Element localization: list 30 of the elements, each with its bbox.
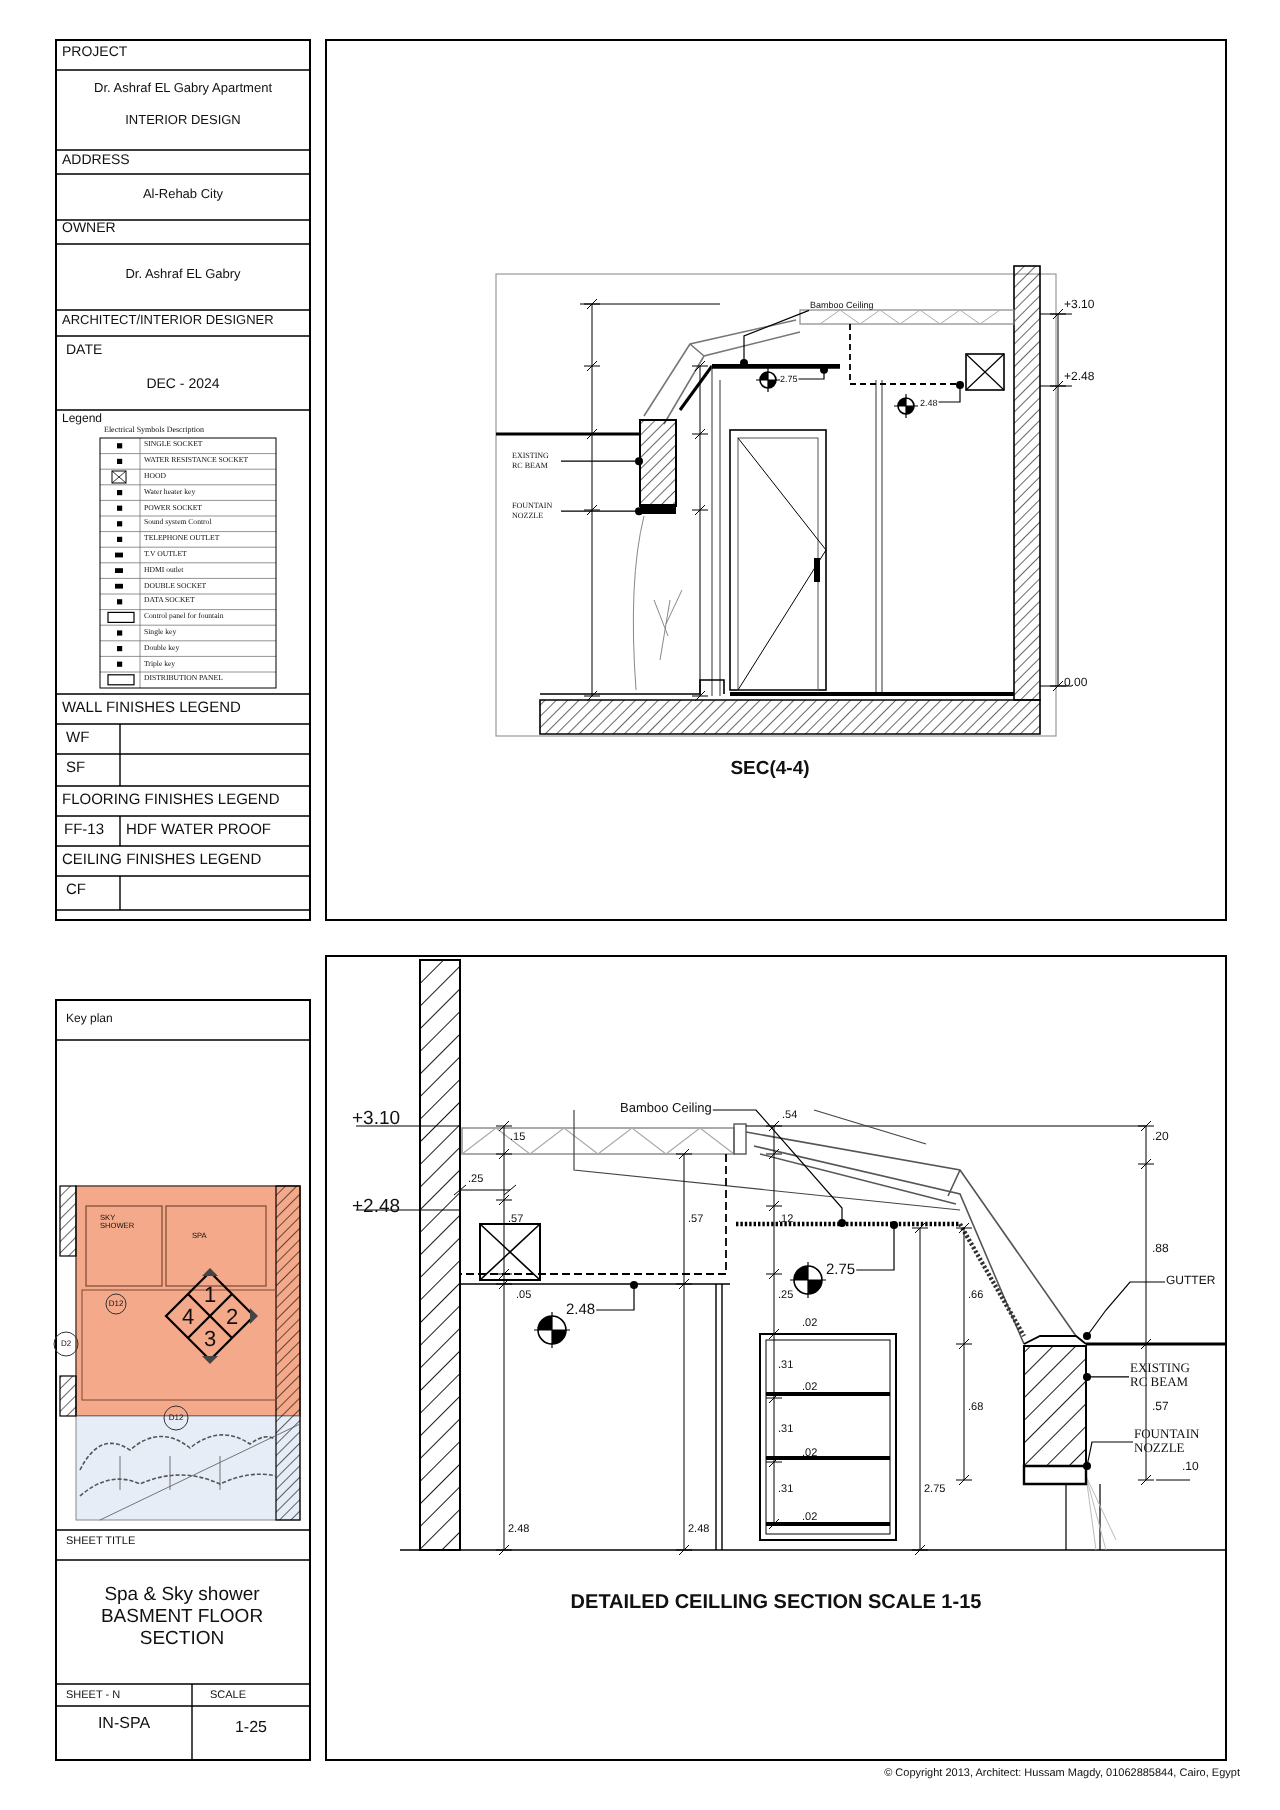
leader-line <box>937 381 964 403</box>
leader-line <box>797 365 828 380</box>
section-number: 3 <box>201 1327 219 1353</box>
bamboo-ceiling-line <box>736 1221 960 1227</box>
section-title: DETAILED CEILLING SECTION SCALE 1-15 <box>568 1592 984 1615</box>
section-number: 2 <box>223 1305 241 1331</box>
nozzle-plate <box>1022 1464 1088 1486</box>
leader-line <box>855 1221 898 1271</box>
section-number: 4 <box>179 1305 197 1331</box>
dashed-ceiling-line <box>849 323 961 385</box>
leader-line <box>560 507 643 516</box>
leader-line <box>1083 1281 1166 1340</box>
sheet-title: Spa & Sky shower BASMENT FLOOR SECTION <box>98 1586 266 1652</box>
leader-line <box>560 457 643 466</box>
leader-line <box>740 309 810 367</box>
section-title: SEC(4-4) <box>728 760 812 782</box>
field-value: IN-SPA <box>95 1714 153 1733</box>
field-value: 1-25 <box>232 1718 269 1737</box>
ceiling-line <box>459 1283 731 1285</box>
level-text: +2.48 <box>352 1198 401 1220</box>
leader-line <box>595 1281 638 1311</box>
leader-line <box>1083 1372 1130 1381</box>
section-number: 1 <box>201 1283 219 1309</box>
leader-line <box>712 1109 846 1227</box>
gutter-edge <box>1023 1335 1087 1345</box>
beam-section <box>1023 1345 1087 1467</box>
beam-section <box>639 419 677 507</box>
level-text: +3.10 <box>352 1110 401 1132</box>
leader-line <box>1083 1441 1134 1470</box>
nozzle-plate <box>640 504 676 514</box>
